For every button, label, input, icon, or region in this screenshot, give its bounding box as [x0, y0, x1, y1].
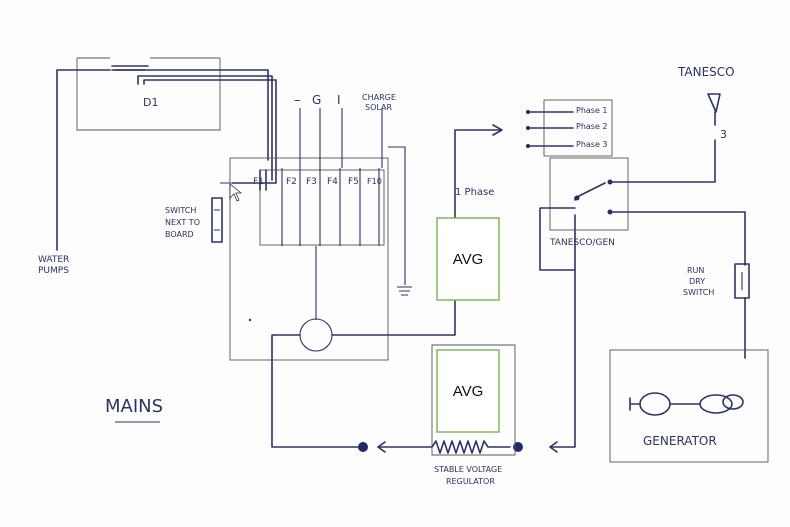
switch-label-2: NEXT TO [165, 218, 200, 227]
board-switch [211, 197, 223, 243]
bus-dash-label: – [294, 93, 301, 108]
tanesco-label: TANESCO [677, 65, 735, 79]
fuse-label-f2: F2 [286, 177, 297, 187]
main-wiring [271, 124, 576, 454]
avg-top-label: AVG [453, 251, 484, 268]
stable-regulator-label-2: REGULATOR [446, 477, 495, 486]
switch-label-1: SWITCH [165, 206, 196, 215]
one-phase-label: 1 Phase [455, 187, 494, 198]
mains-label: MAINS [105, 396, 163, 417]
phase-label-3: Phase 3 [576, 140, 608, 149]
mains-title: MAINS [105, 396, 163, 423]
fuse-label-f4: F4 [327, 177, 338, 187]
fuse-label-f10: F10 [367, 177, 382, 186]
distribution-board [220, 108, 412, 361]
tanesco-phase-count: 3 [720, 128, 727, 141]
water-pump-wiring [56, 69, 277, 251]
phase-block [526, 99, 613, 157]
avg-bottom-label: AVG [453, 383, 484, 400]
tanesco-gen-switch [539, 139, 746, 359]
tanesco-feed [707, 93, 721, 126]
tanesco-gen-label: TANESCO/GEN [549, 238, 615, 248]
water-pumps-label-1: WATER [38, 255, 69, 265]
phase-label-1: Phase 1 [576, 106, 608, 115]
run-dry-label-2: DRY [689, 277, 705, 286]
d1-label: D1 [143, 96, 158, 109]
fuse-label-f1: F1 [253, 177, 264, 187]
charge-solar-label-1: CHARGE [362, 93, 396, 102]
fuse-label-f3: F3 [306, 177, 317, 187]
stable-regulator-label-1: STABLE VOLTAGE [434, 465, 502, 474]
generator-label: GENERATOR [643, 434, 717, 448]
avg-unit-top: AVG [436, 217, 500, 301]
charge-solar-label-2: SOLAR [365, 103, 392, 112]
generator-unit [609, 349, 769, 463]
phase-label-2: Phase 2 [576, 122, 608, 131]
mouse-cursor-icon [229, 183, 243, 202]
run-dry-label-1: RUN [687, 266, 704, 275]
regulator-outline [431, 344, 516, 456]
bus-g-label: G [312, 93, 321, 107]
water-pumps-label-2: PUMPS [38, 266, 69, 276]
water-tank [76, 57, 221, 131]
run-dry-label-3: SWITCH [683, 288, 714, 297]
run-dry-switch [734, 263, 750, 299]
switch-label-3: BOARD [165, 230, 194, 239]
bus-i-label: I [337, 93, 341, 107]
fuse-label-f5: F5 [348, 177, 359, 187]
avg-unit-bottom: AVG [436, 349, 500, 433]
